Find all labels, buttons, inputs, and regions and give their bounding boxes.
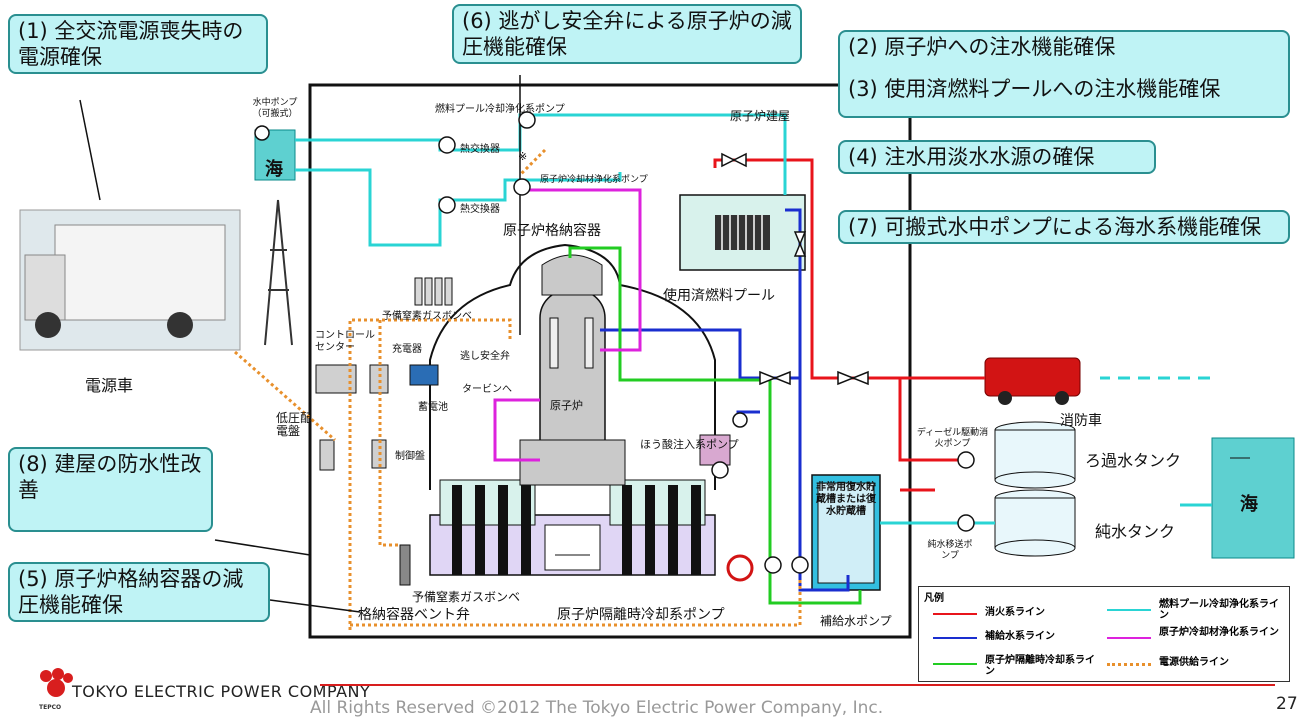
- legend-rcic-line: [933, 663, 977, 665]
- label-heat-exchanger-1: 熱交換器: [460, 144, 500, 155]
- company-name: TOKYO ELECTRIC POWER COMPANY: [72, 682, 371, 701]
- label-sea-upper: 海: [265, 159, 283, 180]
- label-reactor-building: 原子炉建屋: [730, 109, 791, 123]
- legend-fire-label: 消火系ライン: [985, 607, 1045, 618]
- label-spent-fuel-pool: 使用済燃料プール: [663, 288, 775, 304]
- label-emergency-tank: 非常用復水貯蔵槽または復水貯蔵槽: [816, 482, 876, 517]
- legend-title: 凡例: [924, 593, 944, 604]
- label-lv-panel: 低圧配電盤: [276, 411, 313, 438]
- label-reactor: 原子炉: [550, 399, 583, 412]
- label-srv: 逃し安全弁: [460, 351, 510, 362]
- legend-fpc-label: 燃料プール冷却浄化系ライン: [1159, 599, 1279, 621]
- legend-makeup-line: [933, 637, 977, 639]
- callout-waterproofing: (8) 建屋の防水性改善: [8, 447, 213, 532]
- label-rx-cleanup-pump: 原子炉冷却材浄化系ポンプ: [540, 175, 648, 185]
- label-fuel-pool-pump: 燃料プール冷却浄化系ポンプ: [435, 104, 565, 115]
- label-sea-right: 海: [1240, 494, 1258, 515]
- legend-power-label: 電源供給ライン: [1159, 657, 1229, 668]
- callout-containment-depressurization: (5) 原子炉格納容器の減圧機能確保: [8, 562, 270, 622]
- footer-rule: [320, 684, 1275, 686]
- callout-srv-depressurization: (6) 逃がし安全弁による原子炉の減圧機能確保: [452, 4, 802, 64]
- callout-seawater-pump: (7) 可搬式水中ポンプによる海水系機能確保: [838, 210, 1290, 244]
- callout-freshwater-source: (4) 注水用淡水水源の確保: [838, 140, 1156, 174]
- sea-box-right: [1211, 437, 1295, 559]
- label-containment: 原子炉格納容器: [503, 223, 601, 239]
- label-pure-tank: 純水タンク: [1095, 522, 1176, 541]
- label-nitrogen-upper: 予備窒素ガスボンベ: [382, 311, 472, 322]
- label-portable-pump: 水中ポンプ（可搬式）: [252, 98, 298, 119]
- legend-rcic-label: 原子炉隔離時冷却系ライン: [985, 655, 1095, 677]
- label-diesel-pump: ディーゼル駆動消火ポンプ: [916, 428, 989, 449]
- legend-fpc-line: [1107, 609, 1151, 611]
- copyright: All Rights Reserved ©2012 The Tokyo Elec…: [310, 698, 884, 718]
- label-power-truck: 電源車: [85, 376, 134, 395]
- legend-cuw-line: [1107, 637, 1151, 639]
- label-pure-pump: 純水移送ポンプ: [927, 540, 973, 561]
- page-number: 27: [1276, 694, 1298, 714]
- legend-fire-line: [933, 613, 977, 615]
- callout-power-supply: (1) 全交流電源喪失時の電源確保: [8, 14, 268, 74]
- label-nitrogen-lower: 予備窒素ガスボンベ: [412, 590, 521, 604]
- callout-reactor-injection: (2) 原子炉への注水機能確保: [848, 35, 1116, 59]
- label-battery: 蓄電池: [418, 402, 448, 413]
- company-name-small: TEPCO: [39, 704, 62, 711]
- legend-power-line: [1107, 663, 1151, 666]
- label-makeup-pump: 補給水ポンプ: [820, 614, 892, 628]
- label-control-panel: 制御盤: [395, 451, 425, 462]
- legend-makeup-label: 補給水系ライン: [985, 631, 1055, 642]
- label-heat-exchanger-2: 熱交換器: [460, 204, 500, 215]
- containment-vessel: [429, 243, 716, 490]
- callout-spent-fuel-pool-injection: (3) 使用済燃料プールへの注水機能確保: [848, 77, 1221, 101]
- legend: 凡例 消火系ライン 補給水系ライン 原子炉隔離時冷却系ライン 燃料プール冷却浄化…: [918, 586, 1290, 682]
- legend-cuw-label: 原子炉冷却材浄化系ライン: [1159, 627, 1279, 638]
- tepco-logo-icon: [40, 668, 73, 697]
- label-vent-valve: 格納容器ベント弁: [358, 607, 470, 623]
- label-boric-pump: ほう酸注入系ポンプ: [640, 438, 739, 451]
- label-rcic-pump: 原子炉隔離時冷却系ポンプ: [557, 607, 725, 623]
- label-to-turbine: タービンへ: [462, 384, 512, 395]
- reactor-building-outline: [308, 83, 912, 639]
- label-filtered-tank: ろ過水タンク: [1085, 451, 1182, 470]
- callout-water-injection: (2) 原子炉への注水機能確保 (3) 使用済燃料プールへの注水機能確保: [838, 30, 1290, 118]
- fire-truck: [984, 357, 1081, 397]
- label-control-center: コントロールセンター: [315, 330, 375, 353]
- label-charger: 充電器: [392, 344, 422, 355]
- transmission-tower: [264, 199, 293, 346]
- label-fire-truck: 消防車: [1060, 413, 1102, 429]
- label-note-mark: ※: [518, 150, 528, 163]
